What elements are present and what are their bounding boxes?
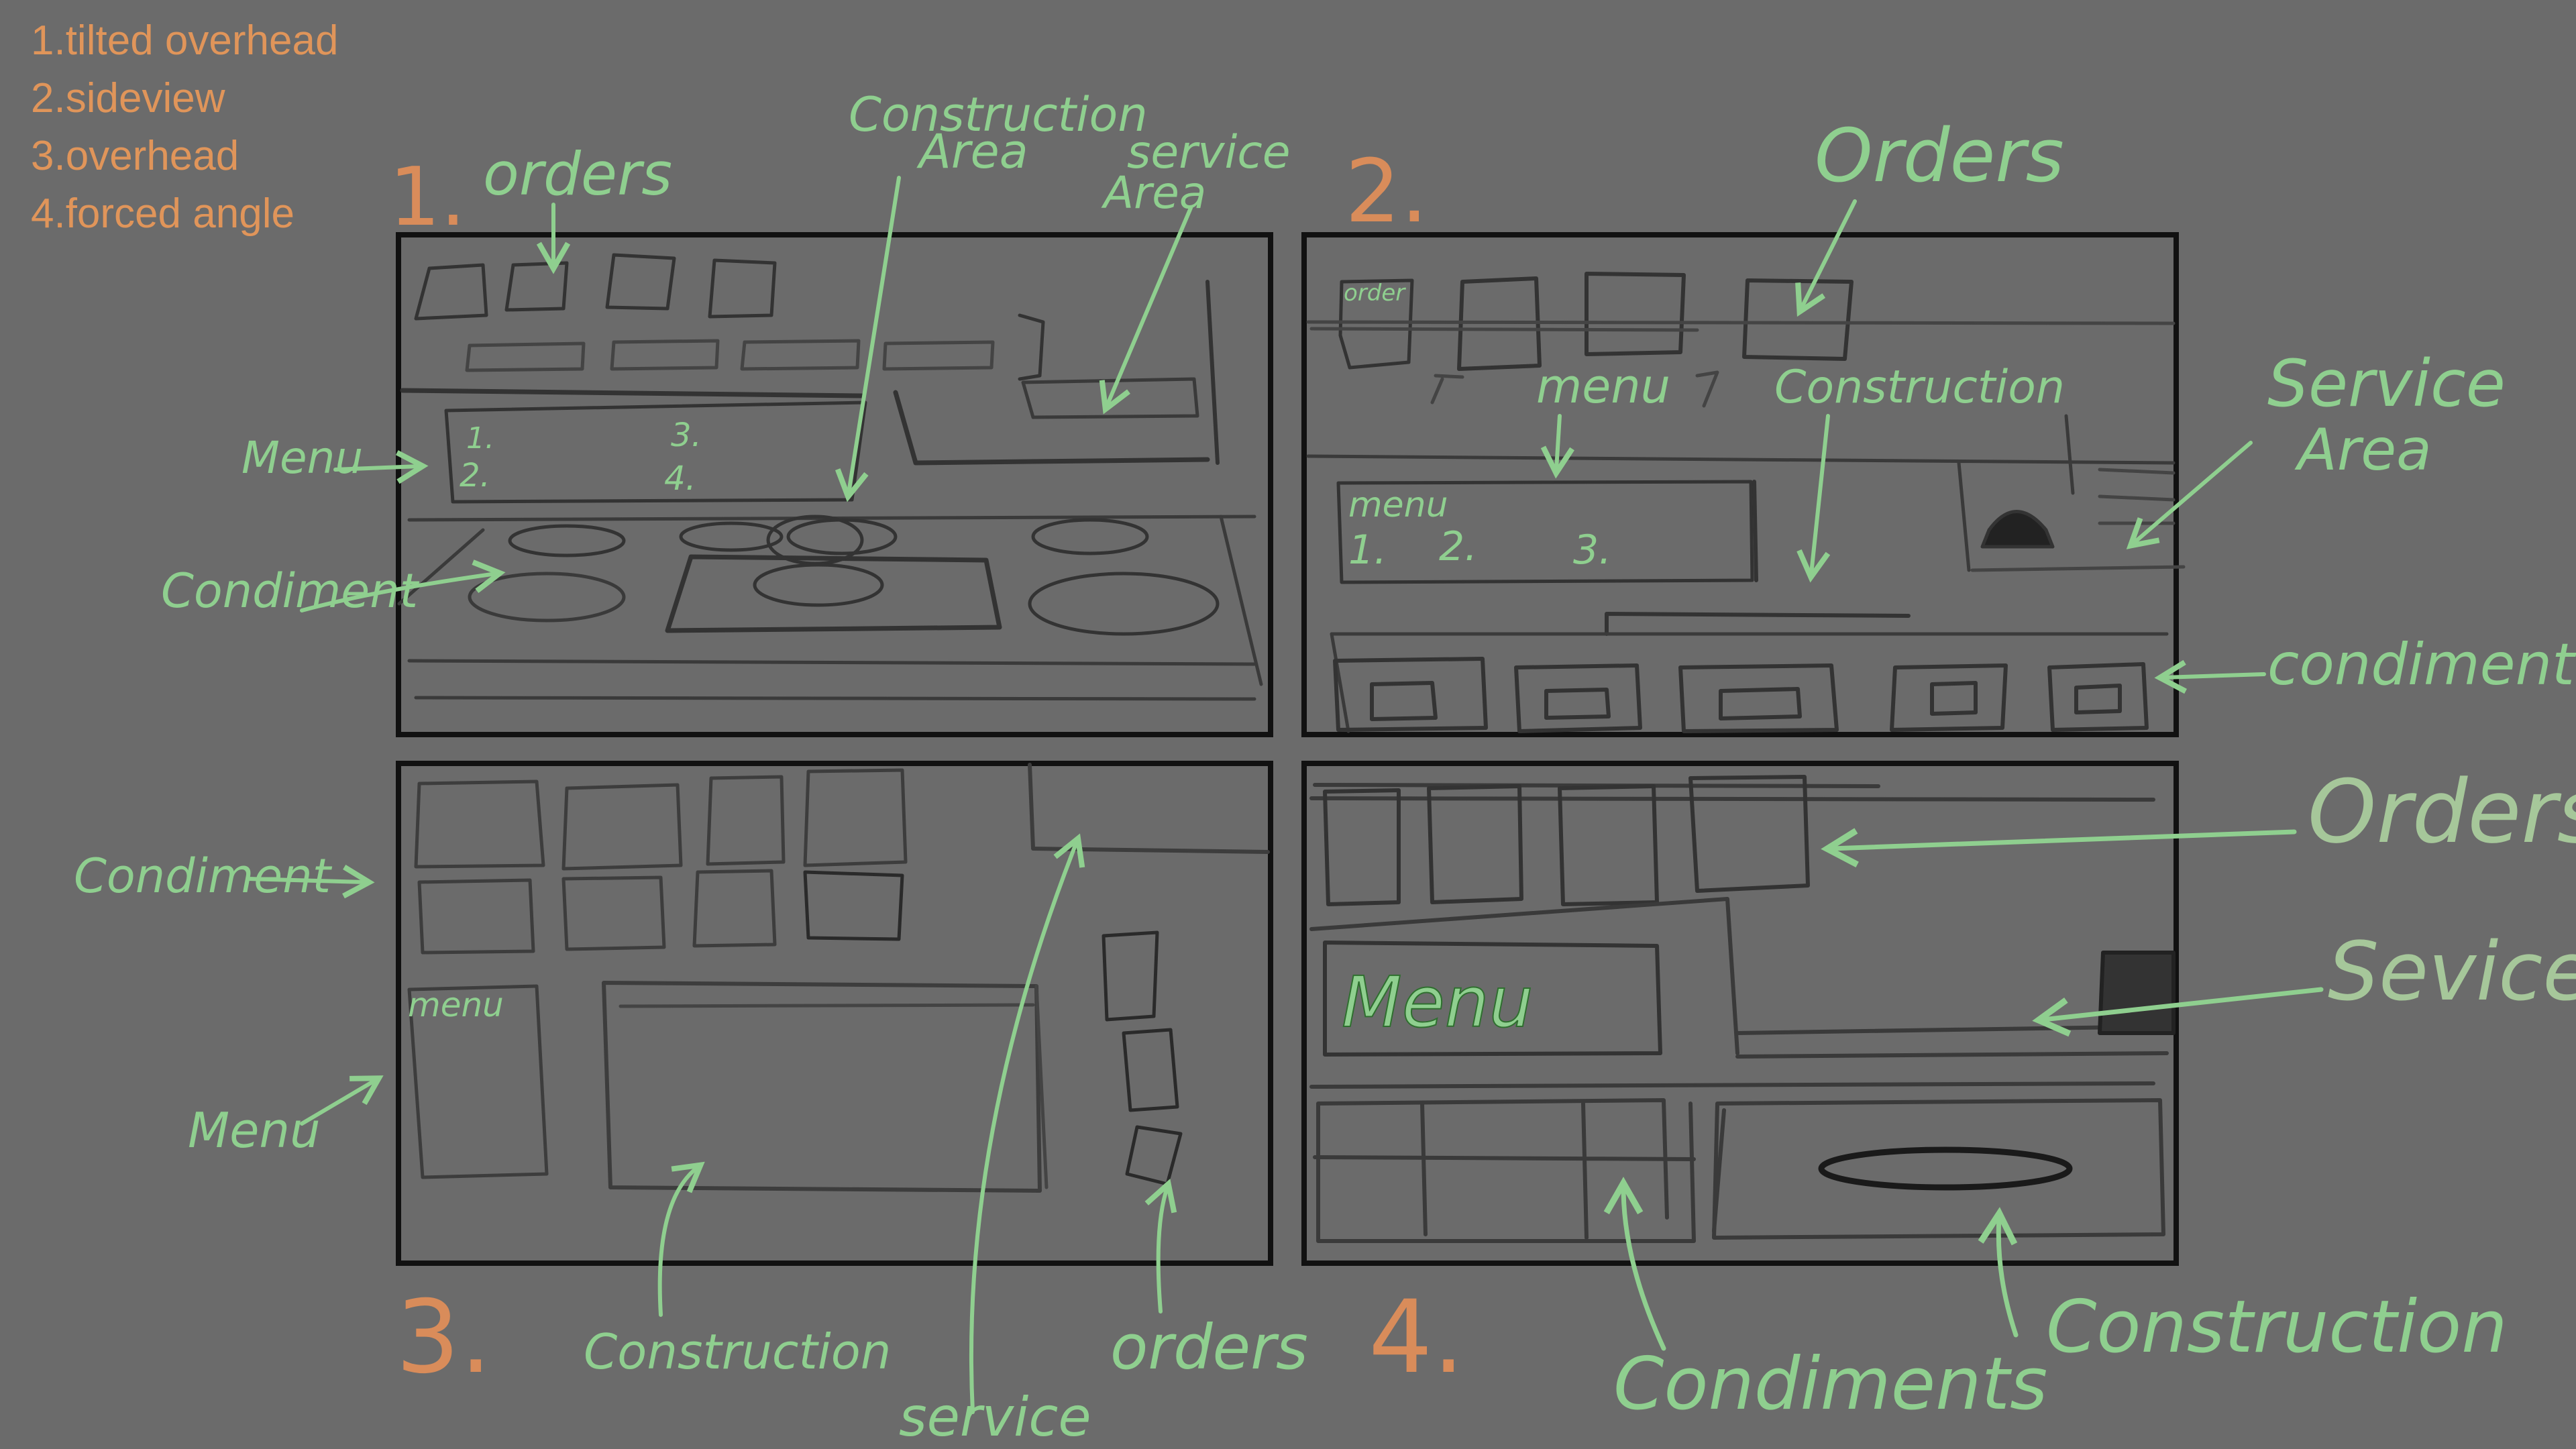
p2-condiment-label: condiment — [2267, 631, 2576, 698]
p1-orders-label: orders — [483, 140, 672, 209]
p1-menu-label: Menu — [241, 432, 363, 484]
panel-frames — [396, 232, 2179, 1266]
panel-3-arrows — [246, 833, 1177, 1414]
p2-menu-label-note: menu — [1536, 359, 1670, 414]
panel-2-number: 2. — [1345, 140, 1428, 242]
p2-orders-label: Orders — [1815, 113, 2064, 199]
panel-2-frame — [1301, 232, 2179, 737]
p2-service-label: Service — [2267, 346, 2506, 421]
p4-menu-label: Menu — [1342, 961, 1534, 1043]
panel-4-number: 4. — [1368, 1279, 1464, 1396]
p1-construction-area-label: Area — [916, 124, 1028, 179]
p2-construction-label: Construction — [1774, 361, 2065, 414]
panel-1-annotations: orders Construction Area service Area Me… — [161, 87, 1291, 619]
panel-2-annotations: Orders menu Construction Service Area co… — [1536, 113, 2576, 698]
p2-service-area-label: Area — [2294, 417, 2432, 484]
p1-menu-item-4: 4. — [664, 459, 696, 498]
p1-condiment-label: Condiment — [161, 564, 420, 619]
p4-condiments-label: Condiments — [1613, 1342, 2047, 1426]
panel-1-frame — [396, 232, 1273, 737]
p2-menu-item-2: 2. — [1439, 523, 1477, 570]
legend: 1.tilted overhead 2.sideview 3.overhead … — [31, 12, 338, 243]
p3-condiment-label: Condiment — [74, 849, 333, 904]
legend-item-3: 3.overhead — [31, 133, 239, 179]
p2-menu-item-1: 1. — [1348, 527, 1387, 574]
legend-item-2: 2.sideview — [31, 75, 225, 121]
p3-service-label: service — [899, 1386, 1091, 1448]
p1-construction-label: Construction — [849, 87, 1148, 142]
p1-menu-item-1: 1. — [466, 421, 494, 455]
p3-menu-label: menu — [408, 985, 504, 1024]
panel-1-arrows — [300, 176, 1193, 612]
panel-1-number: 1. — [389, 151, 466, 244]
panel-4-annotations: Orders Sevice Condiments Construction — [1613, 761, 2576, 1426]
p3-orders-label: orders — [1110, 1311, 1308, 1383]
p2-menu-label: menu — [1348, 485, 1448, 525]
panel-2-sketch-text: order menu 1. 2. 3. — [1344, 280, 1611, 574]
p4-orders-label: Orders — [2308, 761, 2576, 863]
legend-item-4: 4.forced angle — [31, 191, 294, 237]
p2-order-tag: order — [1344, 280, 1406, 307]
p4-service-label: Sevice — [2328, 926, 2576, 1019]
panel-3-sketch-text: menu — [408, 985, 504, 1024]
panel-2-sketch — [1306, 272, 2186, 733]
p1-menu-item-3: 3. — [671, 417, 702, 454]
panel-3-frame — [396, 761, 1273, 1266]
panel-4-sketch-text: Menu — [1341, 961, 1534, 1044]
p4-construction-label: Construction — [2046, 1285, 2508, 1369]
panel-3-number: 3. — [396, 1279, 492, 1396]
panel-4-arrows — [1603, 828, 2324, 1351]
p3-menu-label-note: Menu — [188, 1102, 321, 1159]
p1-menu-item-2: 2. — [460, 457, 490, 494]
panel-4-frame — [1301, 761, 2179, 1266]
legend-item-1: 1.tilted overhead — [31, 17, 339, 64]
panel-1-sketch — [397, 253, 1263, 701]
panel-3-annotations: Condiment Menu Construction service orde… — [74, 849, 1308, 1448]
panel-3-sketch — [407, 763, 1270, 1193]
panel-2-arrows — [1540, 199, 2266, 694]
p1-service-label: service — [1127, 126, 1291, 179]
p3-construction-label: Construction — [584, 1324, 891, 1380]
p2-menu-item-3: 3. — [1573, 527, 1611, 574]
panel-4-sketch — [1309, 775, 2176, 1243]
panel-1-sketch-text: 1. 2. 3. 4. — [460, 417, 702, 498]
